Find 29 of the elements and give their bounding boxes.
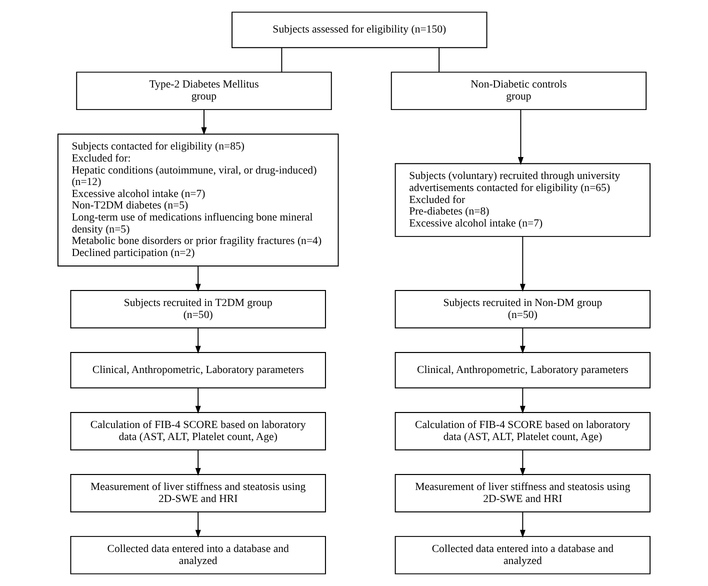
arrow <box>195 512 201 538</box>
node-box: Clinical, Anthropometric, Laboratory parameters <box>70 352 326 388</box>
node-box: Measurement of liver stiffness and steatosis using 2D-SWE and HRI <box>394 474 651 512</box>
node-box: Non-Diabetic controls group <box>390 72 647 110</box>
node-box: Collected data entered into a database and analyzed <box>394 536 651 574</box>
arrow <box>195 388 201 414</box>
arrow <box>195 328 201 354</box>
node-box: Calculation of FIB-4 SCORE based on laboratory data (AST, ALT, Platelet count, Age) <box>70 412 326 450</box>
node-box: Subjects assessed for eligibility (n=150) <box>232 12 488 48</box>
node-box: Subjects recruited in Non-DM group (n=50) <box>394 290 651 328</box>
arrow <box>520 450 526 476</box>
arrow <box>520 328 526 354</box>
arrow <box>520 388 526 414</box>
node-box: Calculation of FIB-4 SCORE based on laboratory data (AST, ALT, Platelet count, Age) <box>394 412 651 450</box>
arrow <box>520 236 526 292</box>
node-box: Collected data entered into a database and analyzed <box>70 536 326 574</box>
arrow <box>201 109 207 136</box>
connector <box>438 47 440 72</box>
connector <box>281 47 282 72</box>
node-box: Type-2 Diabetes Mellitus group <box>76 72 332 110</box>
node-box: Clinical, Anthropometric, Laboratory parameters <box>394 352 651 388</box>
arrow <box>520 512 526 538</box>
node-box: Measurement of liver stiffness and steatosis using 2D-SWE and HRI <box>70 474 326 512</box>
arrow <box>195 266 201 292</box>
arrow <box>518 109 524 165</box>
node-box: Subjects contacted for eligibility (n=85) Excluded for: Hepatic conditions (autoimmune, viral, or drug-induced) (n=12) Excessive alcohol intake (n=7) Non-T2DM diabetes (n=5) Long-term use of medications influencing bone mineral density (n=5) Metabolic bone disorders or prior fragility fractures (n=4) Declined participation (n=2) <box>57 134 339 266</box>
node-box: Subjects recruited in T2DM group (n=50) <box>70 290 326 328</box>
node-box: Subjects (voluntary) recruited through university advertisements contacted for eligibility (n=65) Excluded for Pre-diabetes (n=8) Excessive alcohol intake (n=7) <box>394 163 651 237</box>
arrow <box>195 450 201 476</box>
